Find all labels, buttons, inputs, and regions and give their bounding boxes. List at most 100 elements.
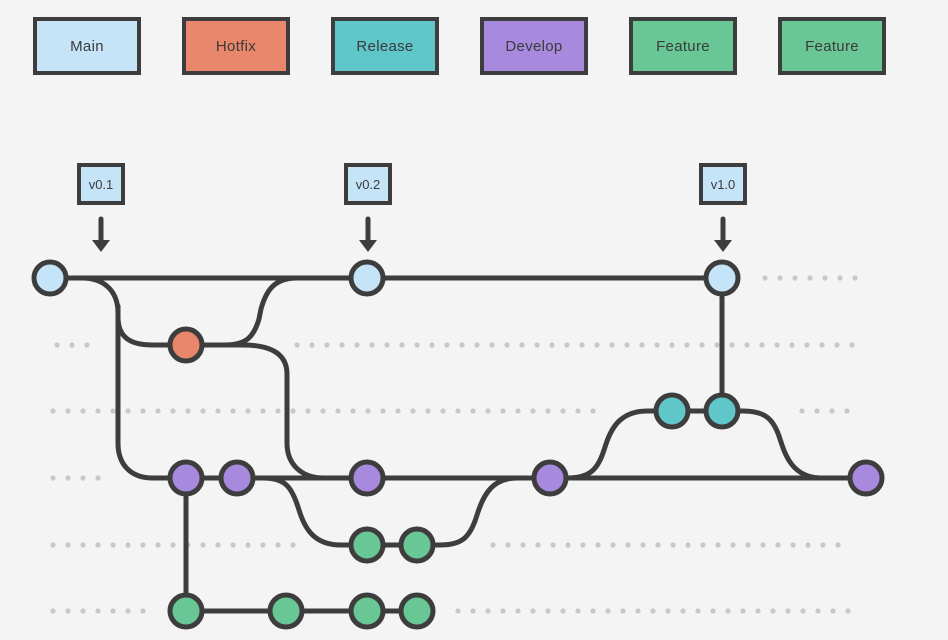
lane-dot: [789, 342, 795, 348]
commit-node-main: [703, 259, 741, 297]
legend: Main Hotfix Release Develop Feature Feat…: [33, 17, 886, 75]
lane-dot: [80, 408, 86, 414]
lane-dot: [65, 408, 71, 414]
lane-dot: [125, 408, 131, 414]
legend-label-feature-1: Feature: [656, 37, 710, 55]
legend-item-main: Main: [33, 17, 141, 75]
lane-dot: [530, 408, 536, 414]
lane-dot: [837, 275, 843, 281]
lane-dot: [685, 542, 691, 548]
lane-dot: [309, 342, 315, 348]
lane-dot: [605, 608, 611, 614]
commit-node-develop: [167, 459, 205, 497]
lane-dot: [620, 608, 626, 614]
lane-dot: [594, 342, 600, 348]
lane-dot: [65, 542, 71, 548]
lane-dot: [684, 342, 690, 348]
edge-main-to-develop: [79, 275, 189, 481]
lane-dot: [755, 608, 761, 614]
lane-dot: [849, 342, 855, 348]
edge-develop-to-release: [547, 408, 675, 481]
lane-dot: [84, 342, 90, 348]
lane-dot: [215, 408, 221, 414]
commit-node-release: [653, 392, 691, 430]
version-tag-v1-0: v1.0: [699, 163, 747, 205]
lane-dot: [500, 408, 506, 414]
lane-dot: [354, 342, 360, 348]
tag-arrow-head-icon: [359, 240, 377, 252]
lane-dot: [335, 408, 341, 414]
lane-dot: [294, 342, 300, 348]
lane-dot: [230, 408, 236, 414]
edge-feature1-to-develop: [414, 475, 520, 548]
lane-dot: [110, 542, 116, 548]
lane-dot: [580, 542, 586, 548]
lane-dot: [470, 608, 476, 614]
lane-dot: [290, 542, 296, 548]
lane-dot: [845, 608, 851, 614]
lane-dot: [170, 408, 176, 414]
legend-label-develop: Develop: [505, 37, 563, 55]
version-tag-v0-1: v0.1: [77, 163, 125, 205]
lane-dot: [489, 342, 495, 348]
lane-dot: [65, 475, 71, 481]
lane-dot: [710, 608, 716, 614]
lane-dot: [230, 542, 236, 548]
lane-dot: [814, 408, 820, 414]
lane-dot: [624, 342, 630, 348]
lane-dot: [140, 608, 146, 614]
lane-dot: [50, 475, 56, 481]
lane-dot: [715, 542, 721, 548]
lane-dot: [670, 542, 676, 548]
lane-dot: [590, 608, 596, 614]
lane-dot: [655, 542, 661, 548]
legend-label-main: Main: [70, 37, 104, 55]
commit-node-hotfix: [167, 326, 205, 364]
legend-label-feature-2: Feature: [805, 37, 859, 55]
lane-dot: [545, 408, 551, 414]
version-tag-label: v0.2: [355, 176, 381, 192]
lane-dot: [140, 408, 146, 414]
lane-dot: [245, 542, 251, 548]
lane-dot: [380, 408, 386, 414]
lane-dot: [560, 608, 566, 614]
lane-dot: [505, 542, 511, 548]
commit-node-develop: [218, 459, 256, 497]
lane-dot: [395, 408, 401, 414]
lane-dot: [829, 408, 835, 414]
legend-label-hotfix: Hotfix: [215, 37, 257, 55]
lane-dot: [50, 608, 56, 614]
legend-label-release: Release: [356, 37, 414, 55]
lane-dot: [852, 275, 858, 281]
legend-item-feature-2: Feature: [778, 17, 886, 75]
lane-dot: [69, 342, 75, 348]
lane-dot: [610, 542, 616, 548]
lane-dot: [545, 608, 551, 614]
lane-dot: [320, 408, 326, 414]
lane-dot: [80, 542, 86, 548]
lane-dot: [595, 542, 601, 548]
version-tag-label: v0.1: [88, 176, 114, 192]
lane-dot: [534, 342, 540, 348]
lane-dot: [215, 542, 221, 548]
version-tag-label: v1.0: [710, 176, 736, 192]
lane-dot: [820, 542, 826, 548]
lane-dot: [200, 542, 206, 548]
lane-dot: [725, 608, 731, 614]
lane-dot: [575, 408, 581, 414]
lane-dot: [740, 608, 746, 614]
lane-dot: [425, 408, 431, 414]
lane-dot: [440, 408, 446, 414]
lane-dot: [520, 542, 526, 548]
lane-dot: [790, 542, 796, 548]
lane-dot: [680, 608, 686, 614]
lane-dot: [745, 542, 751, 548]
lane-dot: [260, 408, 266, 414]
lane-dot: [414, 342, 420, 348]
commit-node-develop: [847, 459, 885, 497]
edge-release-to-develop: [719, 408, 825, 481]
lane-dot: [799, 408, 805, 414]
lane-dot: [50, 408, 56, 414]
